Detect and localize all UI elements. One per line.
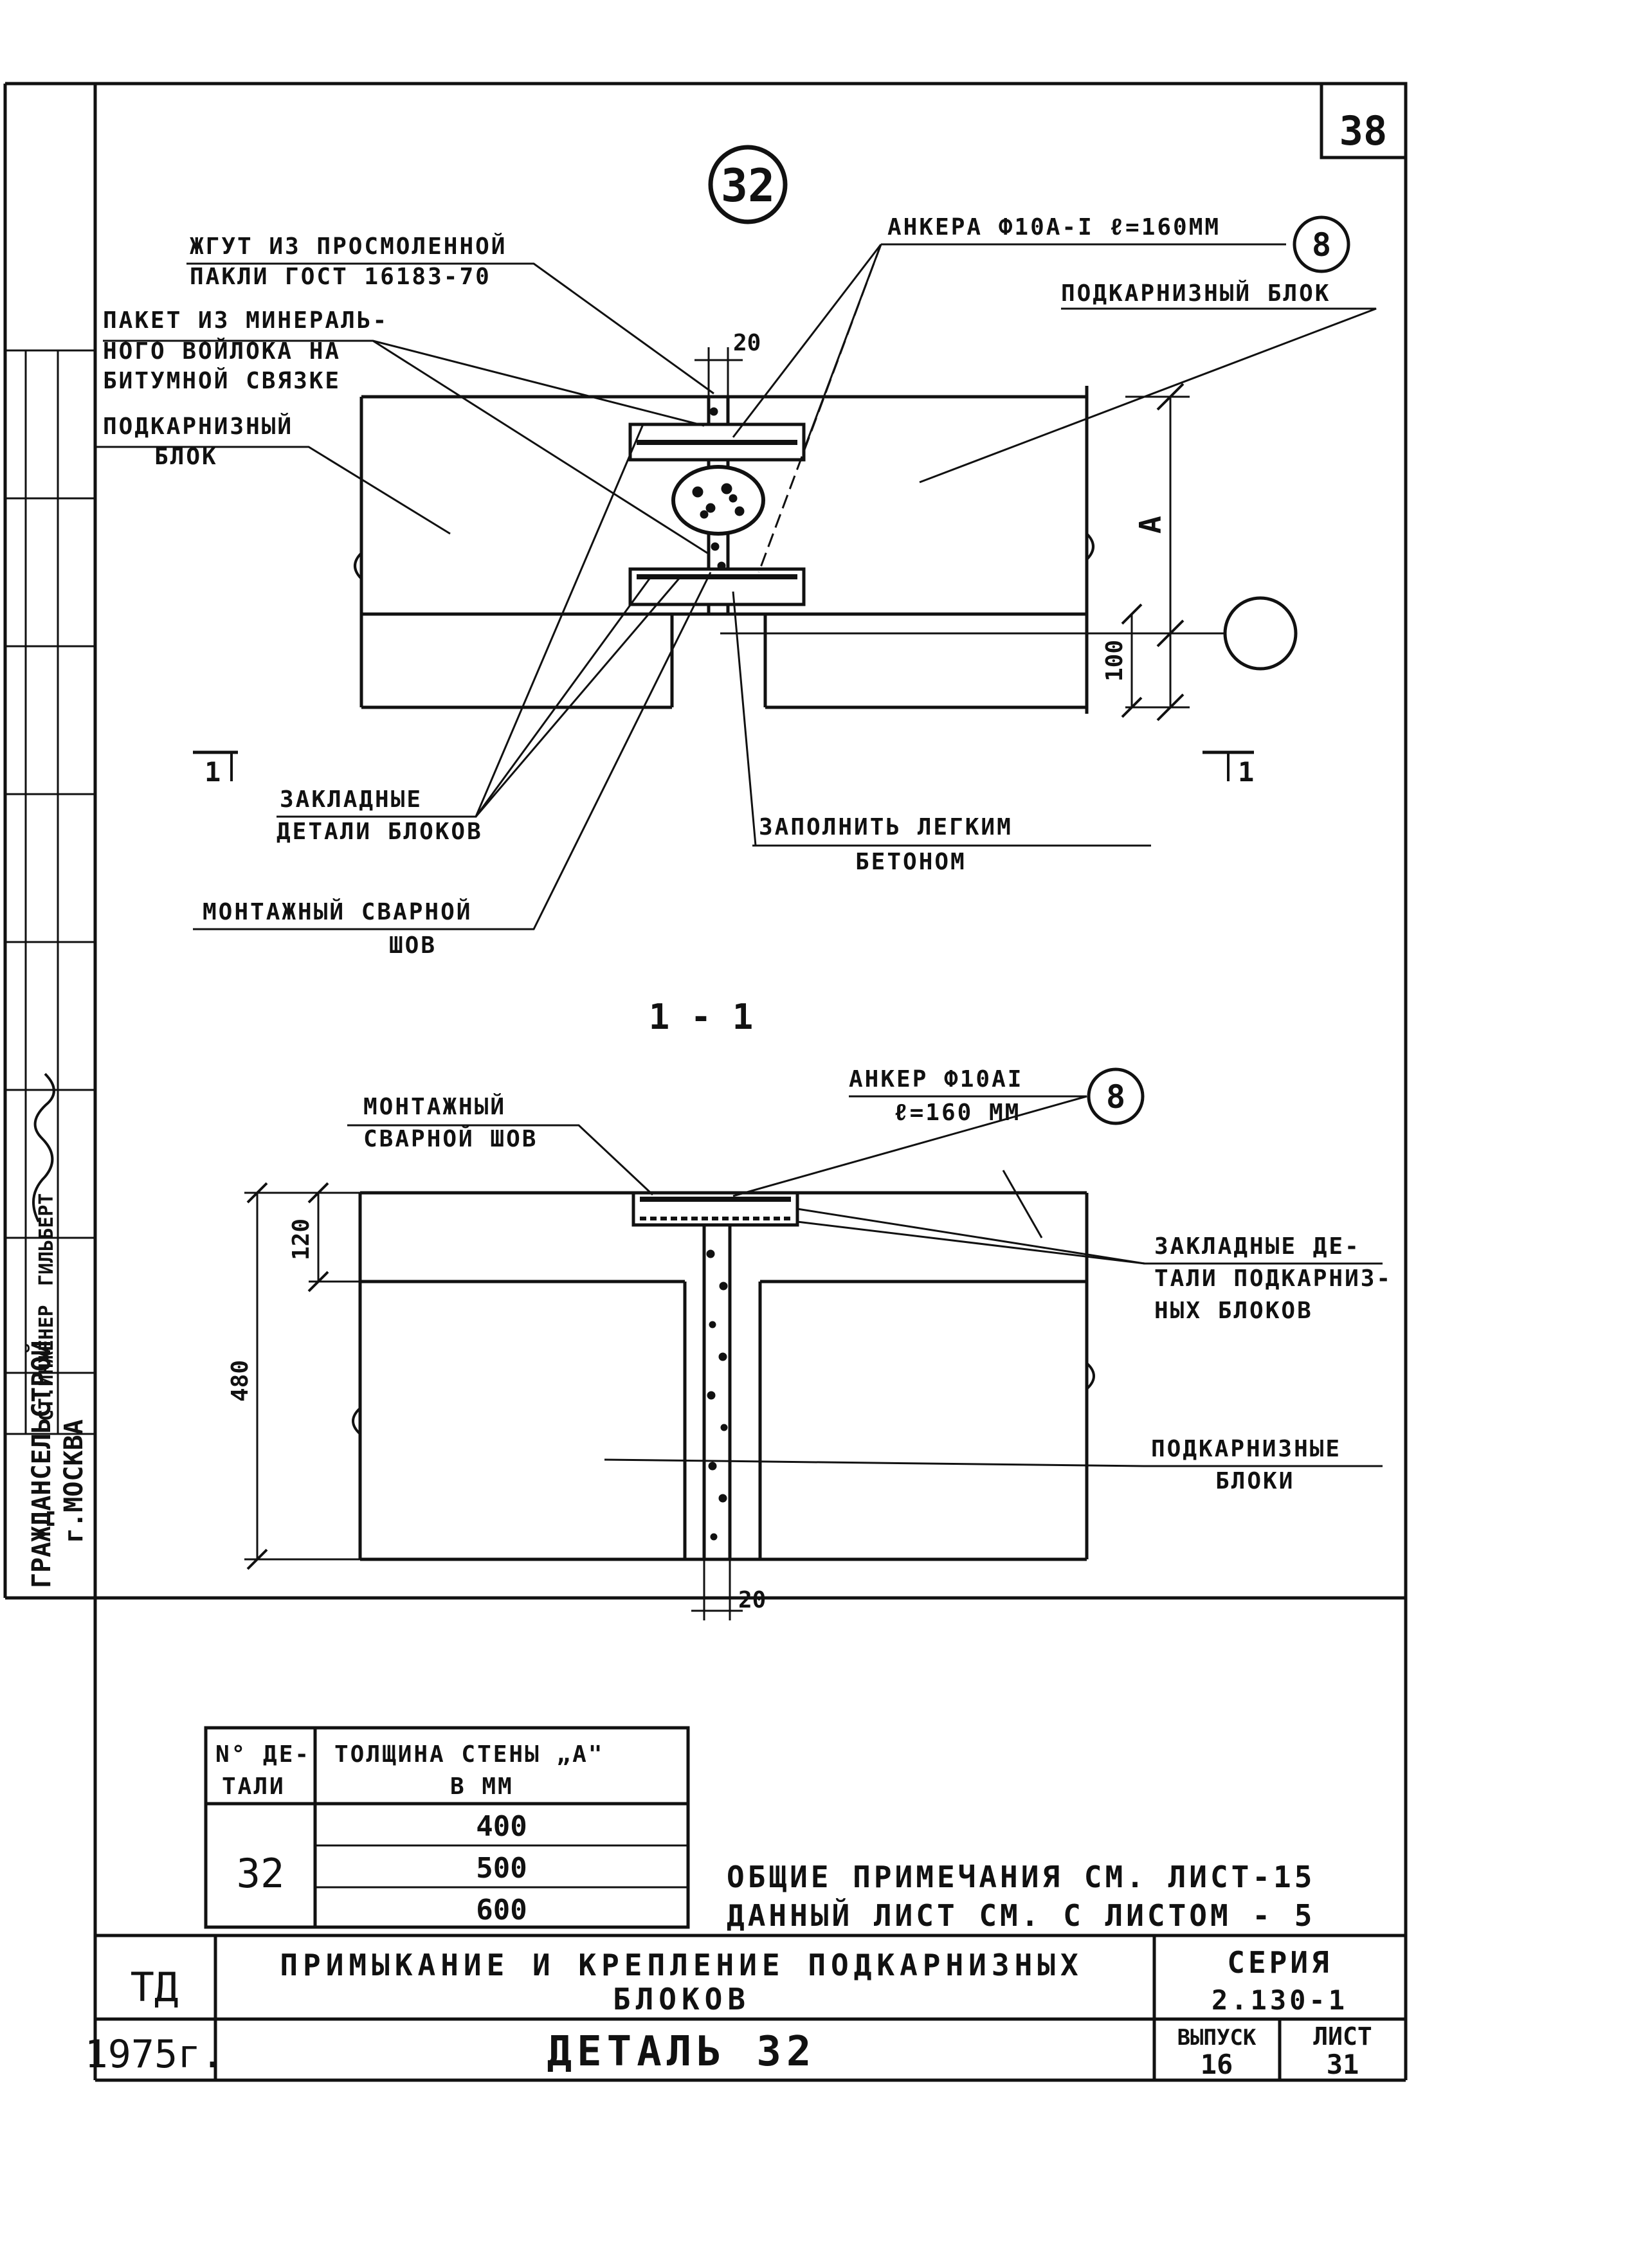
top-view bbox=[96, 215, 1377, 930]
table-detail-number: 32 bbox=[237, 1850, 285, 1897]
anchor-ref-number: 8 bbox=[1312, 226, 1331, 264]
series-value: 2.130-1 bbox=[1212, 1984, 1348, 2016]
section-arrow-right: 1 bbox=[1238, 756, 1254, 788]
title-line-1: ПРИМЫКАНИЕ И КРЕПЛЕНИЕ ПОДКАРНИЗНЫХ bbox=[280, 1948, 1083, 1982]
callout-circle bbox=[1223, 596, 1298, 671]
label-block-left-2: БЛОК bbox=[154, 444, 218, 470]
section-label-blocks-2: БЛОКИ bbox=[1215, 1468, 1294, 1494]
section-label-weld-2: СВАРНОЙ ШОВ bbox=[363, 1125, 538, 1152]
section-title: 1 - 1 bbox=[649, 997, 754, 1037]
issue-value: 16 bbox=[1201, 2049, 1233, 2080]
table-row-2: 500 bbox=[476, 1852, 527, 1885]
section-label-weld-1: МОНТАЖНЫЙ bbox=[363, 1093, 506, 1120]
margin-org-1: ГРАЖДАНСЕЛЬСТРОЙ bbox=[26, 1341, 57, 1588]
label-felt-1: ПАКЕТ ИЗ МИНЕРАЛЬ- bbox=[103, 307, 388, 334]
label-fill-1: ЗАПОЛНИТЬ ЛЕГКИМ bbox=[759, 814, 1013, 840]
detail-number: 32 bbox=[721, 159, 775, 212]
label-embedded-1: ЗАКЛАДНЫЕ bbox=[280, 786, 422, 813]
table-row-1: 400 bbox=[476, 1810, 527, 1843]
table-header-detail-1: N° ДЕ- bbox=[215, 1741, 311, 1768]
margin-org-2: г.МОСКВА bbox=[59, 1419, 89, 1543]
dim-gap-section: 20 bbox=[738, 1587, 766, 1613]
title-year: 1975г. bbox=[85, 2032, 224, 2077]
section-label-embedded-1: ЗАКЛАДНЫЕ ДЕ- bbox=[1154, 1233, 1361, 1260]
label-fill-2: БЕТОНОМ bbox=[855, 849, 967, 875]
label-weld-2: ШОВ bbox=[389, 932, 437, 959]
sheet-number: 38 bbox=[1339, 107, 1388, 154]
table-header-thickness-2: В ММ bbox=[450, 1773, 514, 1800]
margin-signature bbox=[32, 1073, 55, 1222]
dim-480: 480 bbox=[227, 1360, 253, 1402]
label-tow-1: ЖГУТ ИЗ ПРОСМОЛЕННОЙ bbox=[190, 233, 507, 260]
thickness-table bbox=[204, 1726, 690, 1929]
margin-stamp: СТ.ИНЖЕНЕР ГИЛЬБЕРТ ГРАЖДАНСЕЛЬСТРОЙ г.М… bbox=[26, 1073, 89, 1588]
label-felt-2: НОГО ВОЙЛОКА НА bbox=[103, 338, 341, 365]
tow-bundle bbox=[671, 465, 765, 536]
label-block-left-1: ПОДКАРНИЗНЫЙ bbox=[103, 413, 293, 440]
section-label-embedded-2: ТАЛИ ПОДКАРНИЗ- bbox=[1154, 1265, 1392, 1292]
section-label-anchor-1: АНКЕР Ф10АI bbox=[849, 1066, 1023, 1092]
sheet-frame bbox=[3, 82, 1408, 1600]
table-header-detail-2: ТАЛИ bbox=[222, 1773, 286, 1800]
title-block bbox=[93, 1598, 1408, 2082]
label-embedded-2: ДЕТАЛИ БЛОКОВ bbox=[277, 819, 483, 845]
series-label: СЕРИЯ bbox=[1227, 1945, 1332, 1980]
label-block-right: ПОДКАРНИЗНЫЙ БЛОК bbox=[1061, 280, 1330, 307]
section-label-blocks-1: ПОДКАРНИЗНЫЕ bbox=[1151, 1436, 1341, 1462]
note-1: ОБЩИЕ ПРИМЕЧАНИЯ СМ. ЛИСТ-15 bbox=[727, 1860, 1315, 1894]
dim-100: 100 bbox=[1102, 640, 1128, 682]
label-tow-2: ПАКЛИ ГОСТ 16183-70 bbox=[190, 264, 491, 290]
table-header-thickness-1: ТОЛЩИНА СТЕНЫ „А" bbox=[334, 1741, 604, 1768]
title-subtitle: ДЕТАЛЬ 32 bbox=[547, 2028, 817, 2076]
issue-label: ВЫПУСК bbox=[1177, 2025, 1257, 2051]
section-label-anchor-2: ℓ=160 ММ bbox=[894, 1100, 1021, 1126]
sheet-value: 31 bbox=[1327, 2049, 1359, 2080]
dim-gap-top: 20 bbox=[733, 330, 761, 356]
section-view bbox=[244, 1067, 1383, 1620]
table-row-3: 600 bbox=[476, 1894, 527, 1926]
dim-120: 120 bbox=[288, 1219, 314, 1260]
title-org: ТД bbox=[131, 1964, 179, 2011]
margin-name: ГИЛЬБЕРТ bbox=[35, 1193, 58, 1287]
section-arrow-left: 1 bbox=[204, 756, 221, 788]
label-anchors: АНКЕРА Ф10А-I ℓ=160ММ bbox=[887, 214, 1221, 240]
title-line-2: БЛОКОВ bbox=[613, 1982, 750, 2017]
sheet-label: ЛИСТ bbox=[1313, 2022, 1372, 2051]
detail-number-circle bbox=[708, 145, 788, 224]
section-fill-dots bbox=[706, 1249, 728, 1541]
label-weld-1: МОНТАЖНЫЙ СВАРНОЙ bbox=[203, 898, 472, 925]
section-label-embedded-3: НЫХ БЛОКОВ bbox=[1154, 1298, 1313, 1324]
section-anchor-ref: 8 bbox=[1106, 1078, 1125, 1116]
note-2: ДАННЫЙ ЛИСТ СМ. С ЛИСТОМ - 5 bbox=[727, 1898, 1315, 1933]
dim-a: А bbox=[1133, 516, 1168, 534]
margin-engineer: СТ.ИНЖЕНЕР bbox=[35, 1305, 58, 1421]
label-felt-3: БИТУМНОЙ СВЯЗКЕ bbox=[103, 367, 341, 394]
